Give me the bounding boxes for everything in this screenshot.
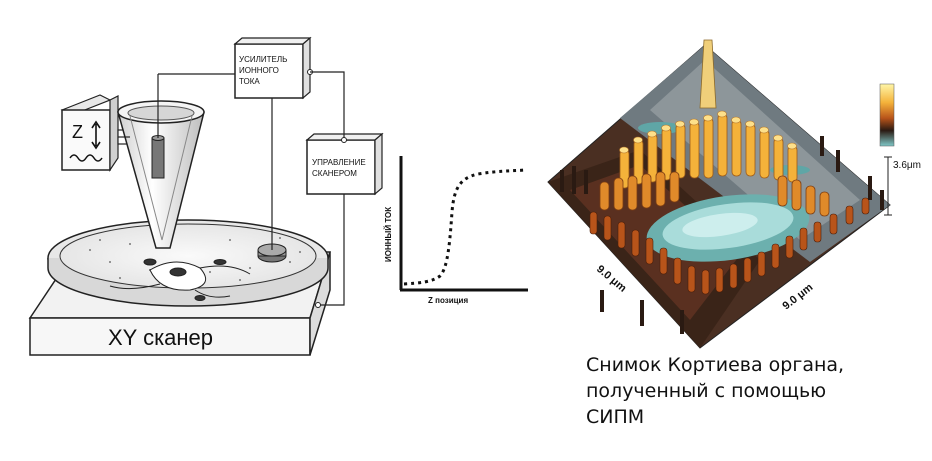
amplifier-label-line-3: ТОКА: [239, 77, 260, 86]
amplifier-label-line-1: УСИЛИТЕЛЬ: [239, 55, 287, 64]
image-caption: Снимок Кортиева органа, полученный с пом…: [586, 352, 886, 430]
caption-line-2: полученный с помощью: [586, 380, 827, 402]
approach-curve-chart: ИОННЫЙ ТОК Z позиция: [384, 156, 528, 305]
xy-scanner-label: XY сканер: [108, 325, 213, 350]
hair-cell-rows: [560, 39, 884, 334]
svg-text:УПРАВЛЕНИЕ СКАНЕРОМ: УПРАВЛЕНИЕ СКАНЕРОМ: [312, 158, 368, 178]
x-axis-label: Z позиция: [428, 296, 468, 305]
petri-dish: [47, 219, 329, 307]
pipette: [117, 74, 205, 249]
setup-schematic: XY сканер: [28, 36, 384, 356]
height-axis: [884, 156, 892, 216]
height-label: 3.6μm: [893, 160, 921, 171]
z-label: Z: [72, 122, 83, 142]
sicm-topography-image: 3.6μm 9.0 μm 9.0 μm: [547, 39, 921, 349]
scanner-control-label-line-2: СКАНЕРОМ: [312, 169, 357, 178]
ion-current-amplifier: УСИЛИТЕЛЬ ИОННОГО ТОКА: [233, 36, 313, 100]
up-down-arrow-icon: [91, 120, 101, 150]
color-scale-bar: [879, 83, 895, 147]
y-axis-label: ИОННЫЙ ТОК: [384, 207, 393, 262]
svg-text:УСИЛИТЕЛЬ ИОННОГО: УСИЛИТЕЛЬ ИОННОГО ТОКА: [239, 55, 290, 86]
scanner-control: УПРАВЛЕНИЕ СКАНЕРОМ: [305, 132, 384, 196]
wave-icon: [69, 154, 103, 162]
axis-label-left: 9.0 μm: [594, 263, 629, 295]
z-piezo-block: Z: [60, 94, 131, 172]
scanner-control-label-line-1: УПРАВЛЕНИЕ: [312, 158, 366, 167]
wires: [118, 71, 345, 306]
caption-line-3: СИПМ: [586, 406, 645, 428]
approach-curve-line: [403, 168, 527, 286]
caption-line-1: Снимок Кортиева органа,: [586, 354, 845, 376]
amplifier-label-line-2: ИОННОГО: [239, 66, 279, 75]
axis-label-right: 9.0 μm: [780, 281, 815, 312]
